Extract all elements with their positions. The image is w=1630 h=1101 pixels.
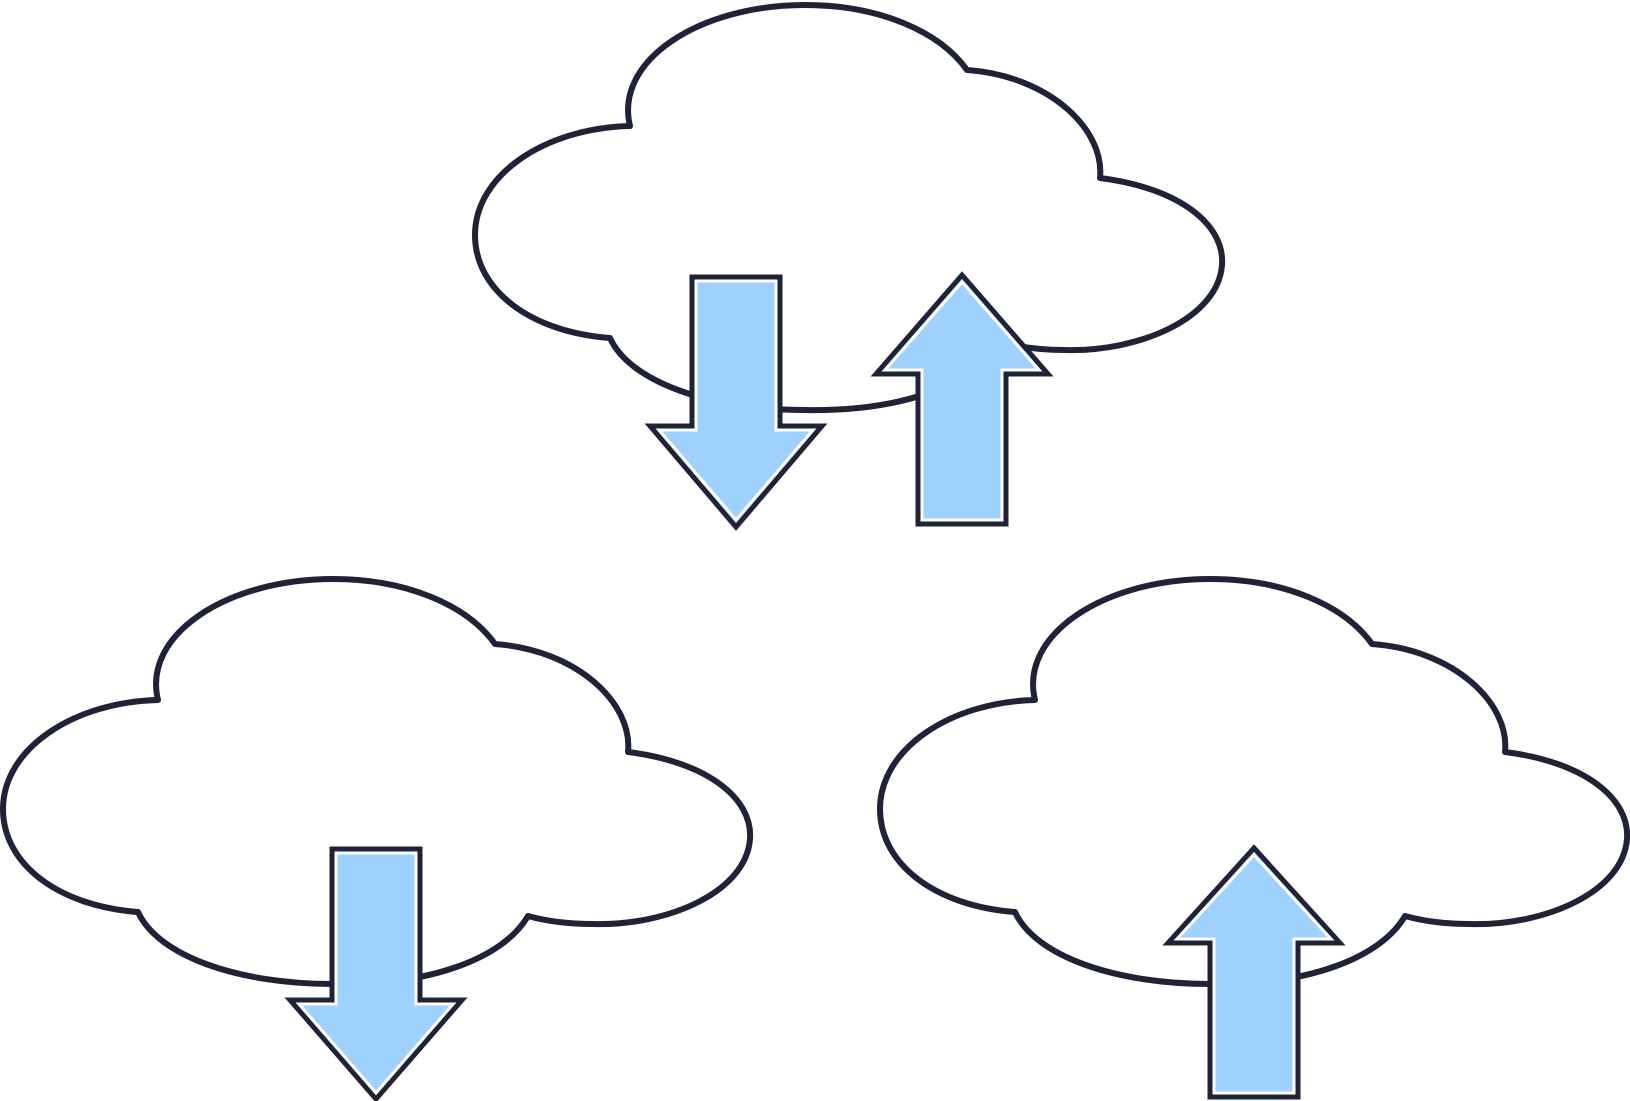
download-arrow-icon	[284, 846, 468, 1101]
cloud-bottom-right-group	[880, 579, 1627, 1100]
upload-arrow-icon	[1162, 844, 1346, 1100]
cloud-bottom-left-group	[3, 579, 750, 1101]
cloud-top-group	[475, 5, 1222, 531]
download-arrow-icon	[644, 274, 828, 531]
cloud-icon	[475, 5, 1222, 410]
upload-arrow-icon	[870, 271, 1054, 527]
